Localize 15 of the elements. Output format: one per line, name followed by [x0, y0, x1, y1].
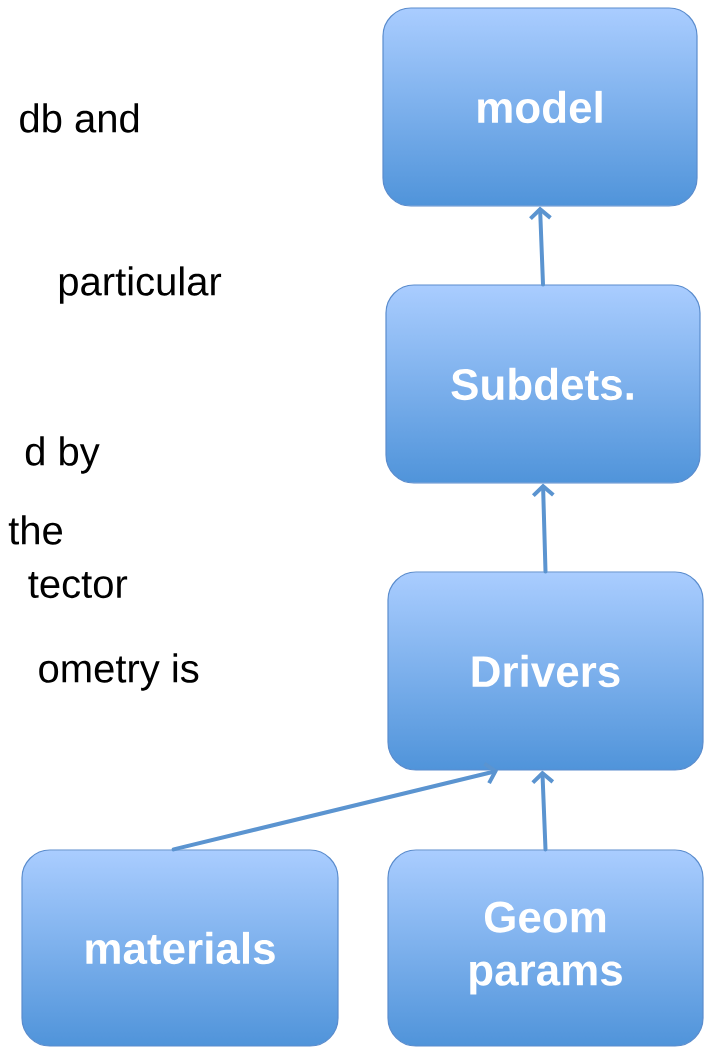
arrow	[531, 770, 555, 852]
text-line: the	[8, 515, 62, 545]
text-line: d by	[25, 436, 100, 474]
process-box: materials	[21, 849, 339, 1047]
text-line: particular	[59, 266, 222, 304]
process-box: Drivers	[387, 571, 704, 771]
process-box: Subdets.	[385, 284, 701, 484]
process-box: Geom params	[387, 849, 704, 1047]
text-line: tector	[28, 571, 128, 599]
arrow	[171, 762, 499, 852]
arrow	[529, 206, 552, 287]
arrow	[531, 483, 555, 574]
text-line: db and	[20, 103, 139, 133]
process-box: model	[382, 7, 698, 207]
text-line: ometry is	[39, 653, 199, 691]
